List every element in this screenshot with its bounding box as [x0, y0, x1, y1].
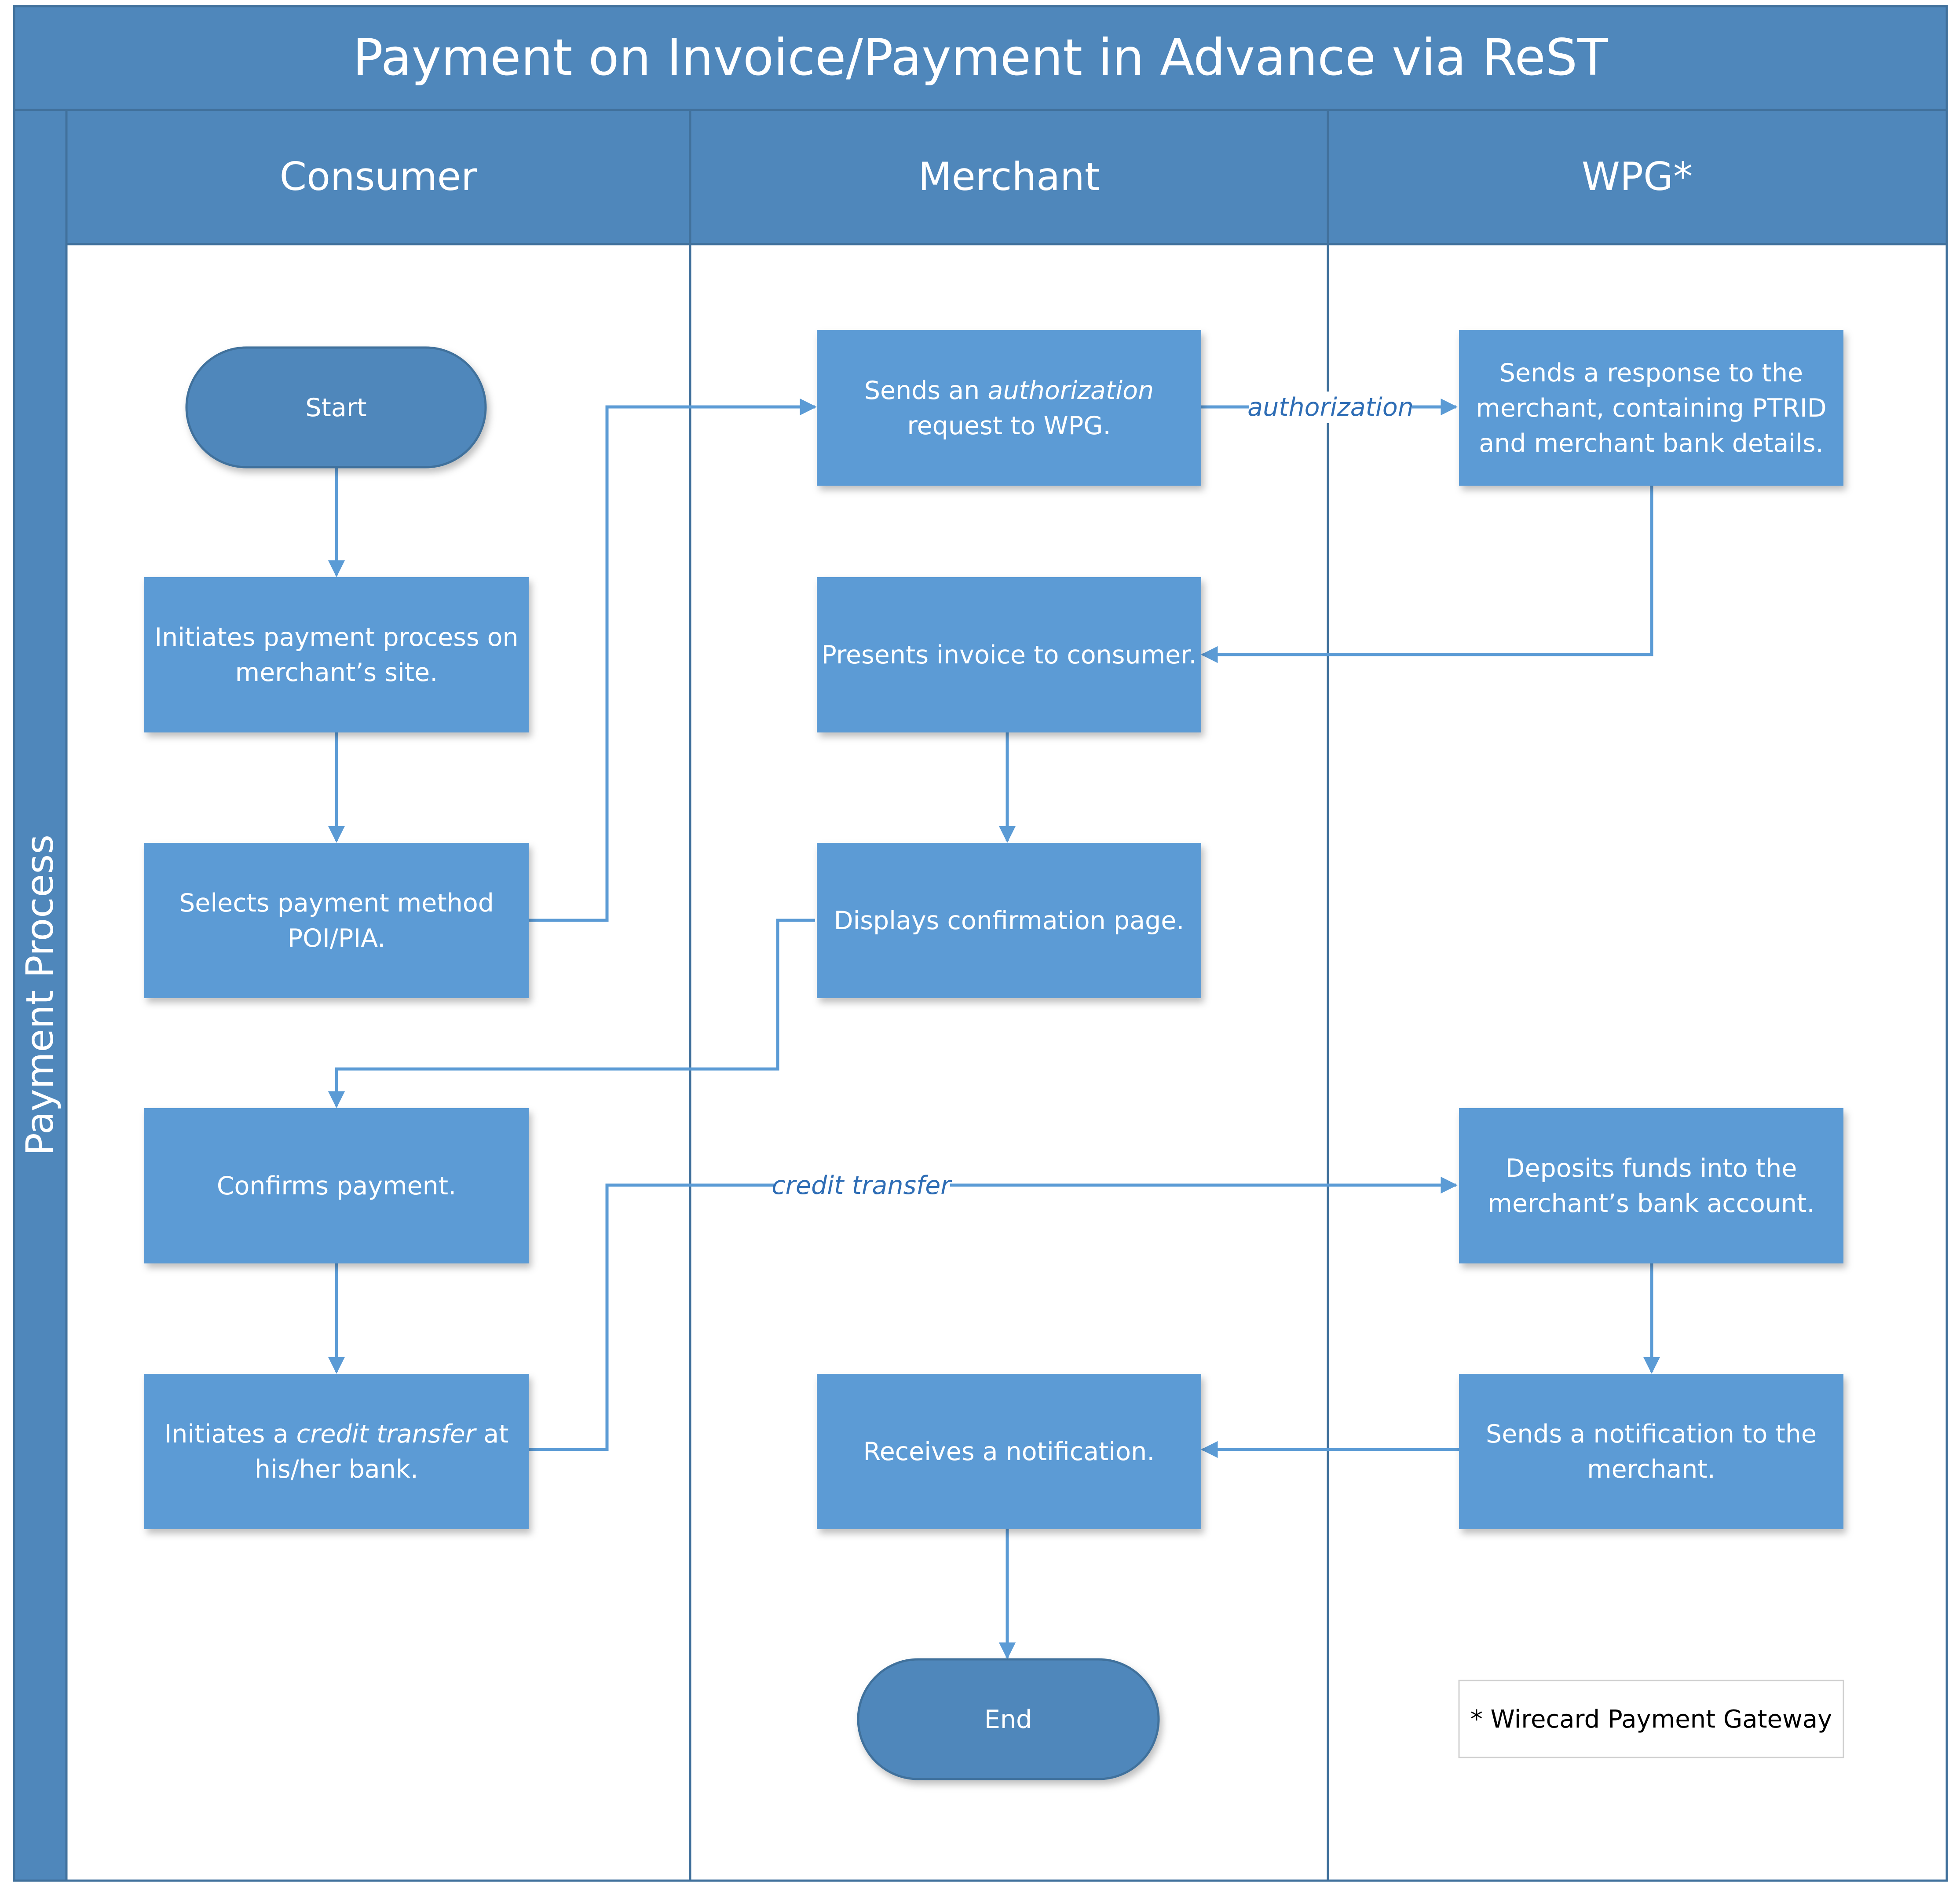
- lane-label-wpg: WPG*: [1582, 154, 1693, 199]
- node-text-segment: Sends a notification to the: [1486, 1420, 1817, 1449]
- start-label: Start: [305, 393, 366, 422]
- receives-notification-label: Receives a notification.: [863, 1437, 1155, 1466]
- node-text-segment: Sends an: [864, 376, 988, 405]
- deposits-funds-label: Deposits funds into the merchant’s bank a…: [1488, 1154, 1814, 1218]
- node-text-segment: Displays confirmation page.: [834, 906, 1185, 935]
- node-text-segment: Confirms payment.: [217, 1171, 457, 1201]
- node-text-segment: Presents invoice to consumer.: [821, 641, 1196, 670]
- footnote-box: [1458, 1680, 1844, 1758]
- node-text-segment: merchant, containing PTRID: [1476, 394, 1826, 423]
- lane-header-consumer: [65, 109, 691, 245]
- node-text-segment: and merchant bank details.: [1479, 429, 1824, 458]
- node-text-segment: Initiates payment process on: [154, 623, 518, 652]
- lane-header-wpg: [1327, 109, 1948, 245]
- node-text-segment: merchant’s bank account.: [1488, 1189, 1814, 1218]
- sends-auth-label: Sends an authorization request to WPG.: [864, 376, 1154, 440]
- credit-transfer-label-bg: [774, 1169, 950, 1201]
- authorization-label-bg: [1249, 392, 1412, 423]
- node-text-segment: Start: [305, 393, 366, 422]
- node-text-segment: authorization: [987, 376, 1154, 405]
- pool-label-bar: [13, 109, 68, 1882]
- presents-invoice-box: [817, 577, 1201, 732]
- lane-label-consumer: Consumer: [280, 154, 478, 199]
- node-text-segment: request to WPG.: [907, 411, 1111, 440]
- initiates-payment-box: [144, 577, 529, 732]
- initiates-credit-box: [144, 1374, 529, 1529]
- displays-confirmation-box: [817, 843, 1201, 998]
- lane-label-merchant: Merchant: [918, 154, 1100, 199]
- end-label: End: [984, 1705, 1032, 1734]
- node-text-segment: Initiates a: [164, 1420, 296, 1449]
- receives-notification-box: [817, 1374, 1201, 1529]
- node-text-segment: at: [475, 1420, 508, 1449]
- node-text-segment: Receives a notification.: [863, 1437, 1155, 1466]
- initiates-credit-label: Initiates a credit transfer at his/her ba…: [164, 1420, 508, 1484]
- edge-labels: authorization credit transfer: [772, 392, 1414, 1201]
- node-text-segment: Sends a response to the: [1499, 359, 1803, 388]
- displays-confirmation-label: Displays confirmation page.: [834, 906, 1185, 935]
- edge-confirmation-to-confirms: [328, 919, 815, 1108]
- lane-header-merchant: [689, 109, 1329, 245]
- node-text-segment: POI/PIA.: [288, 924, 386, 953]
- title-bar: [13, 5, 1948, 111]
- connectors: [328, 398, 1660, 1659]
- sends-notification-label: Sends a notification to the merchant.: [1486, 1420, 1817, 1484]
- sends-response-label: Sends a response to the merchant, contain…: [1476, 359, 1826, 458]
- deposits-funds-box: [1459, 1108, 1843, 1263]
- initiates-payment-label: Initiates payment process on merchant’s s…: [154, 623, 518, 687]
- sends-response-box: [1459, 330, 1843, 486]
- node-text-segment: End: [984, 1705, 1032, 1734]
- node-text-segment: Deposits funds into the: [1506, 1154, 1797, 1183]
- node-text-segment: Selects payment method: [179, 889, 494, 918]
- authorization-label: authorization: [1247, 393, 1414, 422]
- footnote: * Wirecard Payment Gateway: [1458, 1680, 1844, 1758]
- confirms-payment-label: Confirms payment.: [217, 1171, 457, 1201]
- end-terminator: [857, 1658, 1160, 1780]
- presents-invoice-label: Presents invoice to consumer.: [821, 641, 1196, 670]
- edge-response-to-invoice: [1201, 486, 1653, 663]
- footnote-text: * Wirecard Payment Gateway: [1470, 1705, 1832, 1734]
- selects-method-box: [144, 843, 529, 998]
- diagram-title: Payment on Invoice/Payment in Advance vi…: [353, 28, 1608, 87]
- sends-notification-box: [1459, 1374, 1843, 1529]
- pool-label: Payment Process: [18, 835, 62, 1156]
- swimlane-frame: Payment on Invoice/Payment in Advance vi…: [13, 5, 1948, 1882]
- credit-transfer-label: credit transfer: [772, 1171, 952, 1200]
- sends-auth-box: [817, 330, 1201, 486]
- start-terminator: [185, 346, 487, 469]
- node-text-segment: merchant.: [1587, 1455, 1715, 1484]
- confirms-payment-box: [144, 1108, 529, 1263]
- edge-credit-to-deposits: [529, 1176, 1458, 1451]
- edge-selects-to-sends-auth: [529, 398, 817, 922]
- nodes: Start Initiates payment process on mercha…: [144, 330, 1843, 1780]
- node-text-segment: credit transfer: [296, 1420, 477, 1449]
- node-text-segment: merchant’s site.: [235, 658, 438, 687]
- node-text-segment: his/her bank.: [255, 1455, 418, 1484]
